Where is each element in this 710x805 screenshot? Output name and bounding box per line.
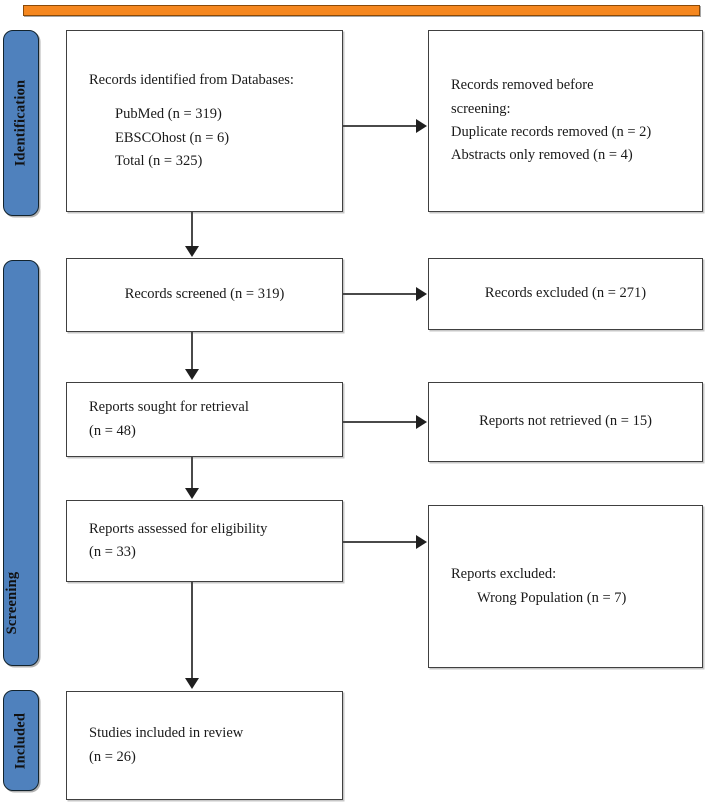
records-identified-total: Total (n = 325) xyxy=(115,152,203,169)
stage-label-identification: Identification xyxy=(12,79,29,167)
arrowhead-identified-to-screened xyxy=(185,246,199,257)
box-reports-assessed: Reports assessed for eligibility (n = 33… xyxy=(66,500,343,582)
arrow-screened-to-excluded xyxy=(343,293,417,295)
arrow-assessed-to-included xyxy=(191,582,193,679)
arrowhead-sought-to-not-retrieved xyxy=(416,415,427,429)
records-removed-line-1: Records removed before xyxy=(451,77,594,94)
stage-pill-identification: Identification xyxy=(3,30,39,216)
arrowhead-identified-to-removed xyxy=(416,119,427,133)
box-reports-sought: Reports sought for retrieval (n = 48) xyxy=(66,382,343,457)
arrow-sought-to-assessed xyxy=(191,457,193,489)
stage-pill-included: Included xyxy=(3,690,39,791)
records-removed-line-2: screening: xyxy=(451,100,511,117)
studies-included-line-2: (n = 26) xyxy=(89,748,136,765)
stage-label-screening: Screening xyxy=(4,571,20,635)
box-studies-included: Studies included in review (n = 26) xyxy=(66,691,343,800)
reports-excluded-reason-1: Wrong Population (n = 7) xyxy=(477,589,627,606)
records-removed-abstracts: Abstracts only removed (n = 4) xyxy=(451,147,633,164)
reports-assessed-line-2: (n = 33) xyxy=(89,544,136,560)
reports-assessed-line-1: Reports assessed for eligibility xyxy=(89,520,268,537)
records-identified-pubmed: PubMed (n = 319) xyxy=(115,106,222,123)
arrow-sought-to-not-retrieved xyxy=(343,421,417,423)
records-removed-duplicates: Duplicate records removed (n = 2) xyxy=(451,124,652,140)
box-records-screened: Records screened (n = 319) xyxy=(66,258,343,332)
records-screened-line: Records screened (n = 319) xyxy=(124,286,285,303)
reports-sought-line-1: Reports sought for retrieval xyxy=(89,399,249,416)
arrow-assessed-to-excluded xyxy=(343,541,417,543)
arrowhead-screened-to-sought xyxy=(185,369,199,380)
reports-excluded-title: Reports excluded: xyxy=(451,566,557,583)
box-records-identified: Records identified from Databases: PubMe… xyxy=(66,30,343,212)
studies-included-line-1: Studies included in review xyxy=(89,725,244,742)
stage-pill-screening: Screening xyxy=(3,260,39,666)
records-identified-title: Records identified from Databases: xyxy=(89,71,294,88)
box-reports-not-retrieved: Reports not retrieved (n = 15) xyxy=(428,382,703,462)
reports-sought-line-2: (n = 48) xyxy=(89,422,136,439)
arrow-identified-to-screened xyxy=(191,212,193,248)
arrowhead-sought-to-assessed xyxy=(185,488,199,499)
accent-bar xyxy=(23,5,700,16)
arrowhead-screened-to-excluded xyxy=(416,287,427,301)
stage-label-included: Included xyxy=(12,712,29,769)
arrow-identified-to-removed xyxy=(343,125,417,127)
records-identified-ebscohost: EBSCOhost (n = 6) xyxy=(115,129,230,146)
reports-not-retrieved-line: Reports not retrieved (n = 15) xyxy=(479,413,652,430)
arrowhead-assessed-to-excluded xyxy=(416,535,427,549)
arrow-screened-to-sought xyxy=(191,332,193,370)
records-excluded-line: Records excluded (n = 271) xyxy=(484,285,647,302)
arrowhead-assessed-to-included xyxy=(185,678,199,689)
box-records-excluded: Records excluded (n = 271) xyxy=(428,258,703,330)
box-records-removed-before-screening: Records removed before screening: Duplic… xyxy=(428,30,703,212)
box-reports-excluded: Reports excluded: Wrong Population (n = … xyxy=(428,505,703,668)
